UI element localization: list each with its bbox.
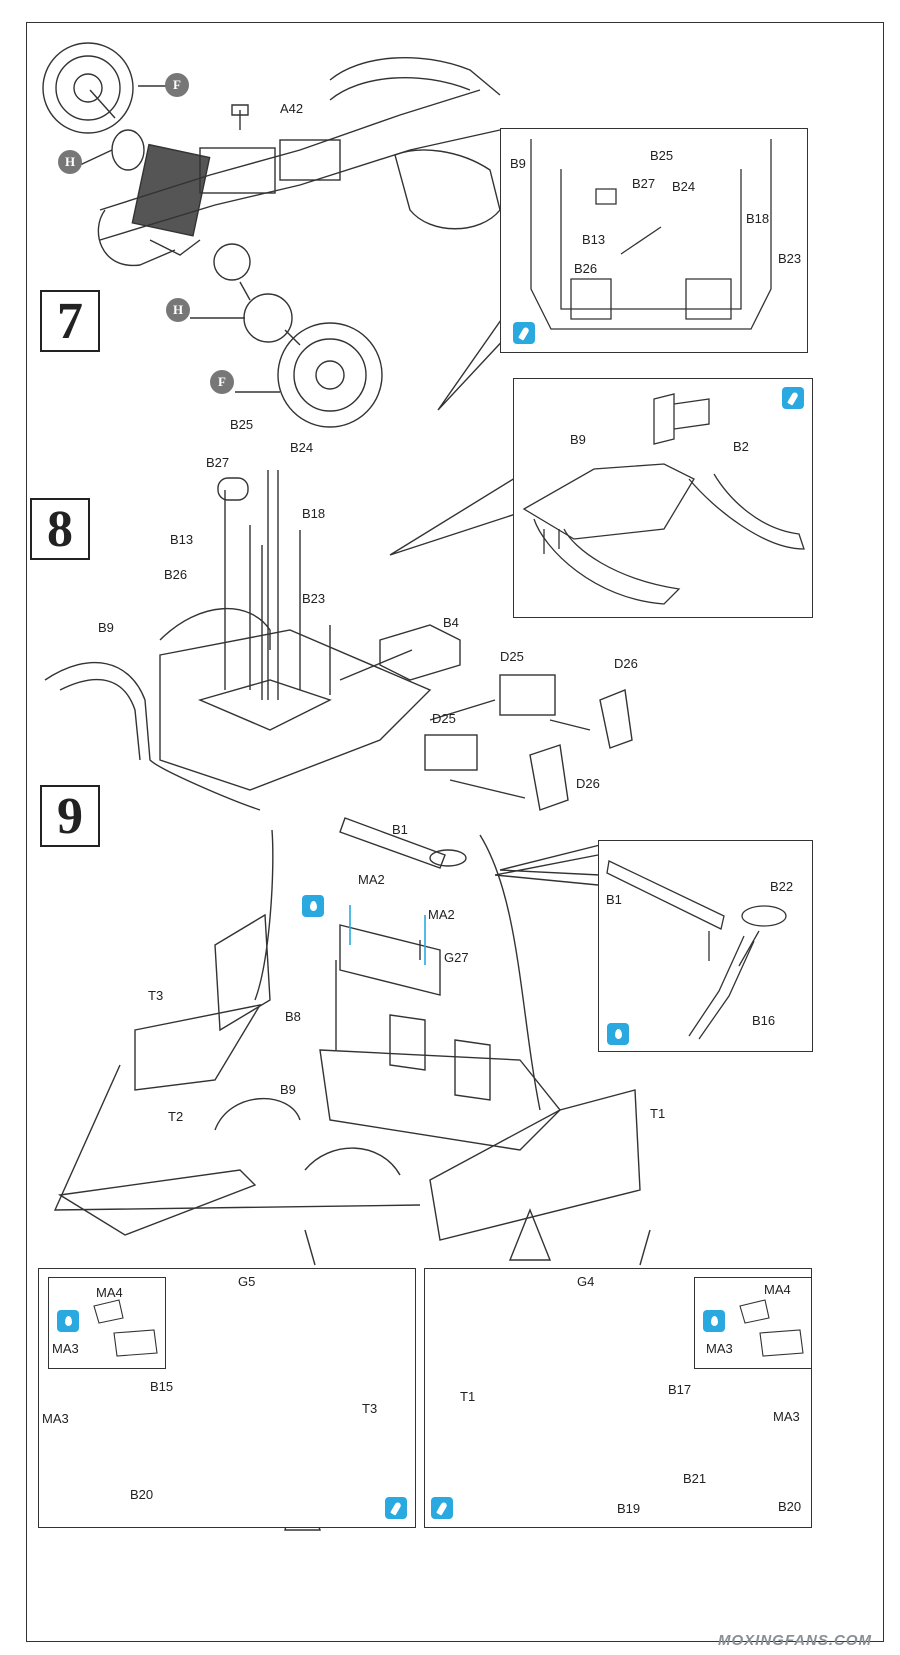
inset7-outline (530, 139, 772, 330)
step8-body-drawing (44, 470, 633, 811)
part-label: B20 (130, 1487, 154, 1502)
part-label: B17 (668, 1382, 692, 1397)
part-label: MA2 (428, 907, 455, 922)
part-label: D26 (614, 656, 638, 671)
step-number-8: 8 (30, 498, 90, 560)
part-label: T1 (460, 1389, 476, 1404)
part-label: B13 (170, 532, 194, 547)
glue-icon (782, 387, 804, 409)
callout-f: F (165, 73, 189, 97)
inset8-outline (522, 393, 805, 605)
part-label: B25 (650, 148, 674, 163)
step9-body-drawing (53, 817, 641, 1261)
part-label: D25 (432, 711, 456, 726)
part-label: B16 (752, 1013, 776, 1028)
part-label: T3 (362, 1401, 378, 1416)
part-label: B26 (164, 567, 188, 582)
part-label: B15 (150, 1379, 174, 1394)
part-label: B23 (778, 251, 802, 266)
part-label: D25 (500, 649, 524, 664)
step-number-7: 7 (40, 290, 100, 352)
part-label: B1 (392, 822, 408, 837)
part-label: B21 (683, 1471, 707, 1486)
part-label: A42 (280, 101, 304, 116)
inset-step7 (500, 128, 808, 353)
part-label: B4 (443, 615, 459, 630)
part-label: B25 (230, 417, 254, 432)
paint-icon (607, 1023, 629, 1045)
page-frame (26, 22, 884, 1642)
part-label: B9 (280, 1082, 296, 1097)
callout-h: H (58, 150, 82, 174)
part-label: MA3 (773, 1409, 800, 1424)
part-label: MA4 (764, 1282, 791, 1297)
decal-sheet-left (93, 1299, 158, 1357)
watermark: MOXINGFANS.COM (717, 1632, 872, 1649)
part-label: T1 (650, 1106, 666, 1121)
inset-step8 (513, 378, 813, 618)
glue-icon (513, 322, 535, 344)
decal-sheet-right (739, 1299, 804, 1357)
part-label: B27 (206, 455, 230, 470)
part-label: T3 (148, 988, 164, 1003)
part-label: B26 (574, 261, 598, 276)
part-label: T2 (168, 1109, 184, 1124)
step-number-9: 9 (40, 785, 100, 847)
part-label: MA3 (52, 1341, 79, 1356)
part-label: B27 (632, 176, 656, 191)
part-label: B19 (617, 1501, 641, 1516)
decal-callout-right (694, 1277, 812, 1369)
part-label: B8 (285, 1009, 301, 1024)
part-label: B9 (570, 432, 586, 447)
callout-h: H (166, 298, 190, 322)
part-label: B2 (733, 439, 749, 454)
part-label: B22 (770, 879, 794, 894)
chassis-drawing (42, 42, 501, 428)
part-label: G4 (577, 1274, 595, 1289)
part-label: B9 (510, 156, 526, 171)
part-label: MA4 (96, 1285, 123, 1300)
paint-icon (57, 1310, 79, 1332)
part-label: G5 (238, 1274, 256, 1289)
callout-lines (79, 85, 301, 393)
part-label: MA3 (42, 1411, 69, 1426)
callout-f: F (210, 370, 234, 394)
decal-callout-left (48, 1277, 166, 1369)
glue-icon (385, 1497, 407, 1519)
part-label: B18 (302, 506, 326, 521)
part-label: B24 (672, 179, 696, 194)
inset-step9 (598, 840, 813, 1052)
part-label: B9 (98, 620, 114, 635)
part-label: B13 (582, 232, 606, 247)
part-label: B1 (606, 892, 622, 907)
paint-icon (302, 895, 324, 917)
part-label: MA3 (706, 1341, 733, 1356)
glue-icon (431, 1497, 453, 1519)
part-label: MA2 (358, 872, 385, 887)
part-label: G27 (444, 950, 469, 965)
inset9-outline (606, 860, 787, 1040)
paint-icon (703, 1310, 725, 1332)
part-label: B18 (746, 211, 770, 226)
part-label: D26 (576, 776, 600, 791)
part-label: B20 (778, 1499, 802, 1514)
part-label: B24 (290, 440, 314, 455)
part-label: B23 (302, 591, 326, 606)
